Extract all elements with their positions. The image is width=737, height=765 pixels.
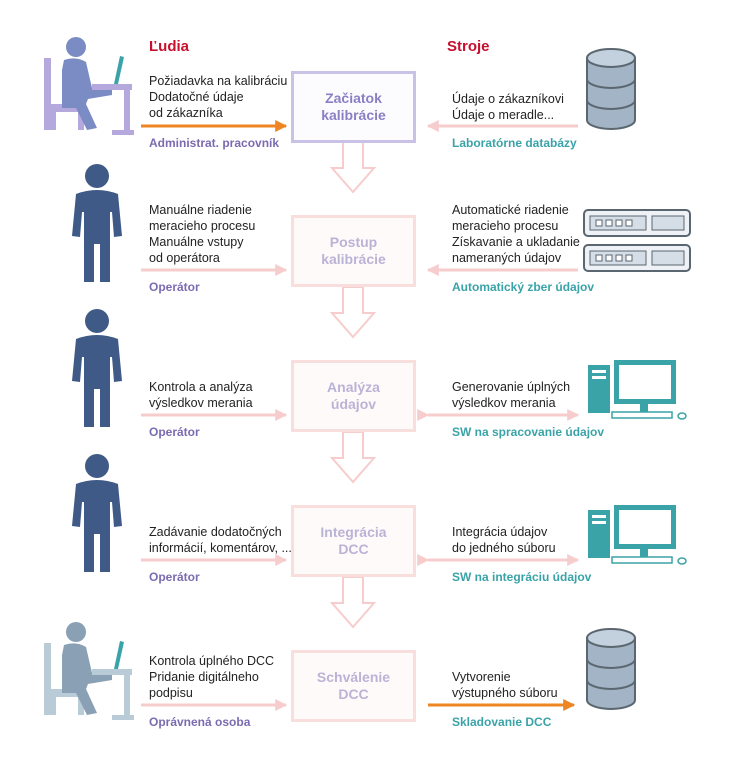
step-1-left-text: Požiadavka na kalibráciu Dodatočné údaje… — [149, 74, 288, 120]
person-icon — [72, 164, 122, 282]
down-arrow-3 — [329, 431, 377, 484]
step-5-left-text: Kontrola úplného DCC Pridanie digitálneh… — [149, 654, 275, 700]
down-arrow-1 — [329, 141, 377, 194]
step-4-left-role: Operátor — [149, 570, 200, 584]
desktop-computer-icon — [588, 505, 687, 565]
person-icon — [72, 454, 122, 572]
step-box-dcc-integration: Integrácia DCC — [291, 505, 416, 577]
rack-server-icon — [583, 209, 691, 272]
person-at-laptop-icon — [44, 622, 134, 720]
desktop-computer-icon — [588, 360, 687, 420]
step-1-right-text: Údaje o zákazníkovi Údaje o meradle... — [452, 92, 564, 122]
step-5-right-role: Skladovanie DCC — [452, 715, 552, 729]
person-at-laptop-icon — [44, 37, 134, 135]
step-1-right-role: Laboratórne databázy — [452, 136, 577, 150]
step-4-left-text: Zadávanie dodatočných informácií, koment… — [149, 525, 292, 555]
database-icon — [586, 48, 636, 130]
step-4-right-text: Integrácia údajov do jedného súboru — [452, 525, 556, 555]
step-box-dcc-approval: Schválenie DCC — [291, 650, 416, 722]
step-3-left-text: Kontrola a analýza výsledkov merania — [149, 380, 253, 410]
step-1-left-role: Administrat. pracovník — [149, 136, 280, 150]
step-4-right-role: SW na integráciu údajov — [452, 570, 592, 584]
database-icon — [586, 628, 636, 710]
step-box-start-calibration: Začiatok kalibrácie — [291, 71, 416, 143]
machines-header: Stroje — [447, 38, 490, 55]
step-2-right-role: Automatický zber údajov — [452, 280, 595, 294]
step-5-left-role: Oprávnená osoba — [149, 715, 251, 729]
step-5-right-text: Vytvorenie výstupného súboru — [452, 670, 558, 700]
step-box-data-analysis: Analýza údajov — [291, 360, 416, 432]
step-3-right-text: Generovanie úplných výsledkov merania — [452, 380, 571, 410]
step-2-right-text: Automatické riadenie meracieho procesu Z… — [452, 203, 580, 265]
down-arrow-4 — [329, 576, 377, 629]
down-arrow-2 — [329, 286, 377, 339]
step-2-left-text: Manuálne riadenie meracieho procesu Manu… — [149, 203, 256, 265]
step-3-right-role: SW na spracovanie údajov — [452, 425, 605, 439]
step-box-calibration-procedure: Postup kalibrácie — [291, 215, 416, 287]
people-header: Ľudia — [149, 38, 189, 55]
step-2-left-role: Operátor — [149, 280, 200, 294]
person-icon — [72, 309, 122, 427]
step-3-left-role: Operátor — [149, 425, 200, 439]
